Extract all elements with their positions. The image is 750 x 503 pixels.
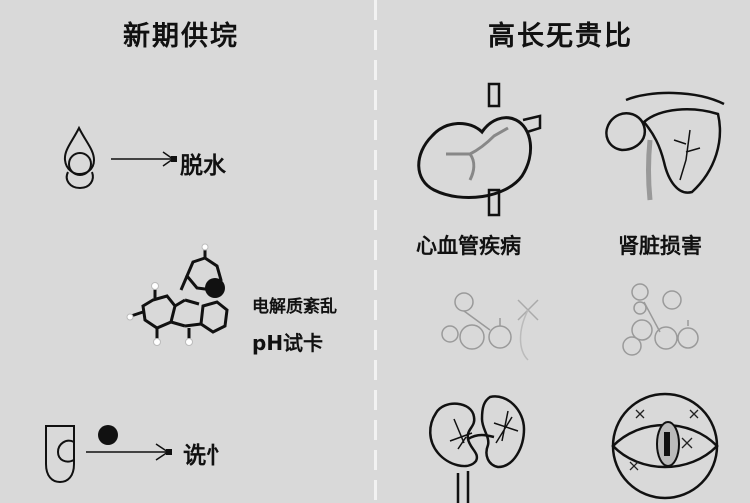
test-tube-icon <box>45 425 75 484</box>
arrow-right-icon <box>111 151 177 167</box>
water-drop-icon <box>63 125 96 190</box>
ph-test-label: pH试卡 <box>252 331 324 355</box>
arrow-right-icon <box>86 443 172 461</box>
kidney-heart-organ-icon <box>605 91 725 201</box>
faded-molecule-icon-2 <box>622 283 699 356</box>
cardiovascular-disease-label: 心血管疾病 <box>416 234 521 258</box>
dashed-divider <box>374 0 377 500</box>
electrolyte-imbalance-label: 电解质紊乱 <box>252 297 337 317</box>
eye-damage-icon <box>611 392 719 500</box>
faded-molecule-icon-1 <box>441 292 539 361</box>
third-effect-label: 诜忄 <box>183 443 229 469</box>
heart-organ-icon <box>417 82 542 217</box>
kidneys-icon <box>429 395 526 503</box>
left-panel-title: 新期供垸 <box>123 21 239 52</box>
right-panel-title: 高长旡贵比 <box>488 21 633 52</box>
dehydration-label: 脱水 <box>180 153 226 179</box>
molecule-structure-icon <box>126 243 229 346</box>
particle-dot-icon <box>98 425 118 445</box>
kidney-damage-label: 肾脏损害 <box>618 234 702 258</box>
